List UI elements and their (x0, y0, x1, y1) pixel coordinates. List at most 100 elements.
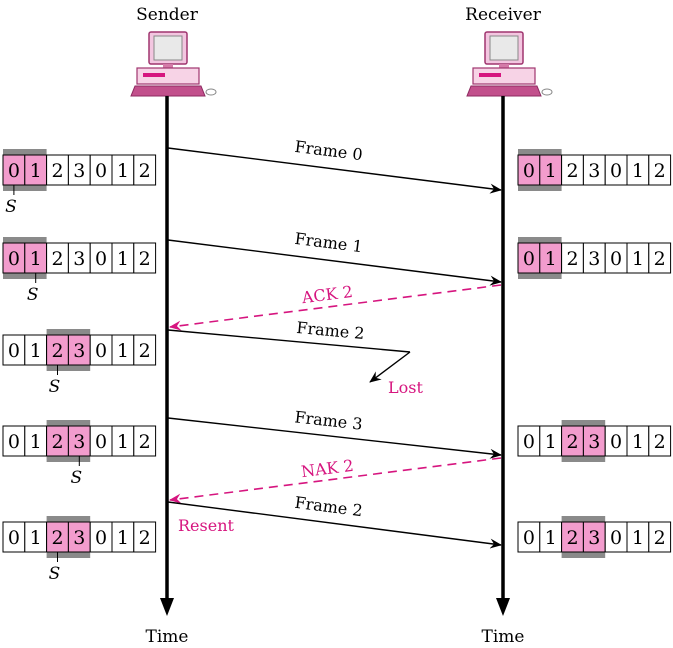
sequence-number: 2 (139, 340, 151, 362)
sequence-number: 0 (95, 248, 107, 270)
s-pointer-label: S (49, 564, 61, 584)
s-pointer-label: S (49, 377, 61, 397)
keyboard-icon (130, 85, 206, 97)
sequence-number: 0 (523, 527, 535, 549)
sequence-number: 2 (51, 527, 63, 549)
sequence-number: 2 (139, 160, 151, 182)
sender-computer-icon (130, 31, 217, 97)
sequence-number: 1 (632, 160, 644, 182)
frame-2-lost-path (167, 329, 411, 353)
frame-0-label: Frame 0 (294, 137, 364, 164)
sequence-number: 1 (545, 160, 557, 182)
sender-time-label: Time (146, 627, 189, 647)
sequence-number: 0 (523, 248, 535, 270)
sequence-cell (133, 521, 157, 553)
sequence-number: 3 (73, 248, 85, 270)
sequence-number: 2 (51, 431, 63, 453)
frame-2-label: Frame 2 (296, 318, 366, 343)
s-pointer-label: S (5, 197, 17, 217)
sequence-cell (133, 425, 157, 457)
ack-2-arrow (169, 284, 502, 331)
screen (489, 35, 519, 61)
s-pointer-label: S (27, 285, 39, 305)
sequence-cell (648, 521, 672, 553)
screen (153, 35, 183, 61)
sequence-number: 0 (523, 160, 535, 182)
drive-slot (479, 73, 501, 77)
sequence-number: 0 (8, 527, 20, 549)
cpu-case (136, 67, 200, 85)
sequence-number: 3 (73, 431, 85, 453)
cpu-case (472, 67, 536, 85)
s-pointer-label: S (70, 468, 82, 488)
frame-1-label: Frame 1 (294, 229, 364, 256)
sequence-number: 1 (30, 431, 42, 453)
sender-time-arrow (160, 598, 174, 616)
receiver-label: Receiver (465, 5, 542, 25)
receiver-time-label: Time (482, 627, 525, 647)
sequence-number: 3 (588, 248, 600, 270)
sequence-number: 2 (566, 527, 578, 549)
sequence-number: 1 (632, 527, 644, 549)
sequence-number: 0 (610, 248, 622, 270)
sequence-cell (133, 334, 157, 366)
sequence-number: 1 (30, 340, 42, 362)
sequence-cell (133, 154, 157, 186)
sequence-number: 0 (610, 431, 622, 453)
sequence-number: 3 (73, 340, 85, 362)
monitor-stand (163, 64, 173, 68)
sequence-number: 1 (632, 431, 644, 453)
sequence-number: 0 (8, 340, 20, 362)
mouse-icon (205, 88, 217, 96)
sequence-number: 3 (73, 160, 85, 182)
sequence-number: 0 (610, 527, 622, 549)
sequence-number: 2 (566, 248, 578, 270)
ack-2-label: ACK 2 (300, 282, 354, 307)
sequence-number: 1 (117, 527, 129, 549)
sequence-number: 0 (8, 160, 20, 182)
sequence-number: 0 (8, 248, 20, 270)
sequence-number: 1 (632, 248, 644, 270)
sequence-number: 1 (545, 527, 557, 549)
sequence-number: 3 (588, 160, 600, 182)
sequence-number: 0 (95, 527, 107, 549)
sequence-number: 1 (30, 527, 42, 549)
sequence-number: 1 (117, 248, 129, 270)
frame-2-lost-arrow (369, 351, 411, 383)
sequence-number: 2 (654, 248, 666, 270)
sequence-number: 3 (73, 527, 85, 549)
mouse-icon (541, 88, 553, 96)
sequence-number: 2 (654, 527, 666, 549)
frame-2-resent-arrow (167, 501, 502, 549)
sequence-number: 0 (8, 431, 20, 453)
receiver-time-arrow (496, 598, 510, 616)
sequence-cell (133, 242, 157, 274)
frame-1-arrow (167, 239, 502, 286)
nak-2-arrow (169, 457, 502, 504)
sequence-number: 2 (51, 248, 63, 270)
sequence-number: 1 (117, 340, 129, 362)
sequence-number: 2 (654, 431, 666, 453)
sequence-cell (648, 242, 672, 274)
sequence-number: 2 (139, 527, 151, 549)
sequence-number: 2 (654, 160, 666, 182)
resent-label: Resent (178, 516, 235, 535)
sequence-number: 3 (588, 431, 600, 453)
frame-3-arrow (167, 417, 502, 459)
drive-slot (143, 73, 165, 77)
sequence-number: 2 (566, 431, 578, 453)
sequence-number: 2 (139, 248, 151, 270)
sequence-number: 1 (30, 248, 42, 270)
